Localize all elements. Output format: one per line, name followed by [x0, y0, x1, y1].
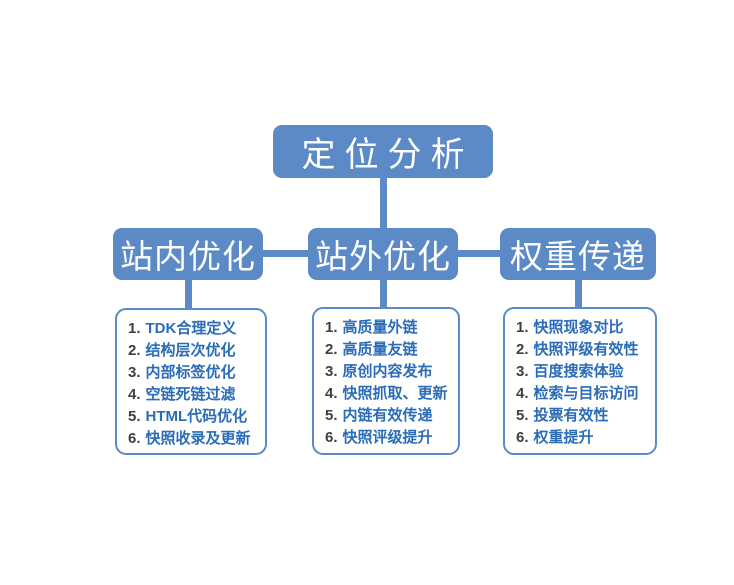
- list-box-weight-transfer: 1.快照现象对比 2.快照评级有效性 3.百度搜索体验 4.检索与目标访问 5.…: [503, 307, 657, 455]
- item-text: 高质量外链: [342, 319, 418, 336]
- item-number: 3.: [325, 363, 338, 380]
- item-number: 2.: [128, 342, 141, 359]
- item-text: 快照收录及更新: [145, 430, 251, 447]
- list-item: 5.HTML代码优化: [128, 406, 261, 428]
- list-item: 1.高质量外链: [325, 317, 454, 339]
- list-box-offsite-optimization: 1.高质量外链 2.高质量友链 3.原创内容发布 4.快照抓取、更新 5.内链有…: [312, 307, 460, 455]
- item-text: 快照评级提升: [342, 429, 433, 446]
- item-text: 快照评级有效性: [533, 341, 639, 358]
- root-node-positioning-analysis: 定位分析: [273, 125, 493, 178]
- item-number: 4.: [128, 386, 141, 403]
- item-number: 5.: [516, 407, 529, 424]
- item-number: 1.: [516, 319, 529, 336]
- item-number: 3.: [516, 363, 529, 380]
- item-number: 6.: [128, 430, 141, 447]
- item-text: 检索与目标访问: [533, 385, 639, 402]
- list-item: 6.权重提升: [516, 427, 651, 449]
- connector-branch2-to-list: [380, 278, 387, 308]
- connector-root-to-branch: [380, 178, 387, 229]
- list-item: 4.快照抓取、更新: [325, 383, 454, 405]
- item-number: 3.: [128, 364, 141, 381]
- list-item: 1.TDK合理定义: [128, 318, 261, 340]
- item-text: 百度搜索体验: [533, 363, 624, 380]
- list-item: 2.结构层次优化: [128, 340, 261, 362]
- item-text: 快照现象对比: [533, 319, 624, 336]
- item-text: 权重提升: [533, 429, 594, 446]
- list-item: 2.高质量友链: [325, 339, 454, 361]
- branch-node-offsite-optimization: 站外优化: [308, 228, 458, 280]
- item-text: TDK合理定义: [145, 320, 237, 337]
- branch-node-label: 站外优化: [315, 238, 451, 275]
- item-number: 5.: [128, 408, 141, 425]
- item-text: 快照抓取、更新: [342, 385, 448, 402]
- list-item: 4.空链死链过滤: [128, 384, 261, 406]
- item-number: 2.: [325, 341, 338, 358]
- item-number: 5.: [325, 407, 338, 424]
- item-text: 空链死链过滤: [145, 386, 236, 403]
- list-item: 5.投票有效性: [516, 405, 651, 427]
- item-number: 6.: [516, 429, 529, 446]
- item-number: 1.: [128, 320, 141, 337]
- connector-branch3-to-list: [575, 279, 582, 308]
- list-item: 4.检索与目标访问: [516, 383, 651, 405]
- item-number: 4.: [325, 385, 338, 402]
- branch-node-weight-transfer: 权重传递: [500, 228, 656, 280]
- list-item: 3.内部标签优化: [128, 362, 261, 384]
- item-text: 高质量友链: [342, 341, 418, 358]
- list-item: 6.快照收录及更新: [128, 428, 261, 450]
- item-number: 2.: [516, 341, 529, 358]
- list-item: 1.快照现象对比: [516, 317, 651, 339]
- branch-node-label: 权重传递: [510, 238, 646, 275]
- list-item: 2.快照评级有效性: [516, 339, 651, 361]
- connector-branch2-branch3: [457, 250, 501, 257]
- list-item: 3.百度搜索体验: [516, 361, 651, 383]
- item-text: 结构层次优化: [145, 342, 236, 359]
- list-box-onsite-optimization: 1.TDK合理定义 2.结构层次优化 3.内部标签优化 4.空链死链过滤 5.H…: [115, 308, 267, 455]
- item-text: 投票有效性: [533, 407, 609, 424]
- branch-node-onsite-optimization: 站内优化: [113, 228, 263, 280]
- list-item: 6.快照评级提升: [325, 427, 454, 449]
- list-item: 3.原创内容发布: [325, 361, 454, 383]
- item-text: 原创内容发布: [342, 363, 433, 380]
- item-number: 4.: [516, 385, 529, 402]
- root-node-label: 定位分析: [301, 136, 474, 174]
- connector-branch1-branch2: [262, 250, 309, 257]
- item-number: 1.: [325, 319, 338, 336]
- list-item: 5.内链有效传递: [325, 405, 454, 427]
- item-text: 内链有效传递: [342, 407, 433, 424]
- item-text: HTML代码优化: [145, 408, 248, 425]
- item-text: 内部标签优化: [145, 364, 236, 381]
- connector-branch1-to-list: [185, 279, 192, 309]
- branch-node-label: 站内优化: [120, 238, 256, 275]
- item-number: 6.: [325, 429, 338, 446]
